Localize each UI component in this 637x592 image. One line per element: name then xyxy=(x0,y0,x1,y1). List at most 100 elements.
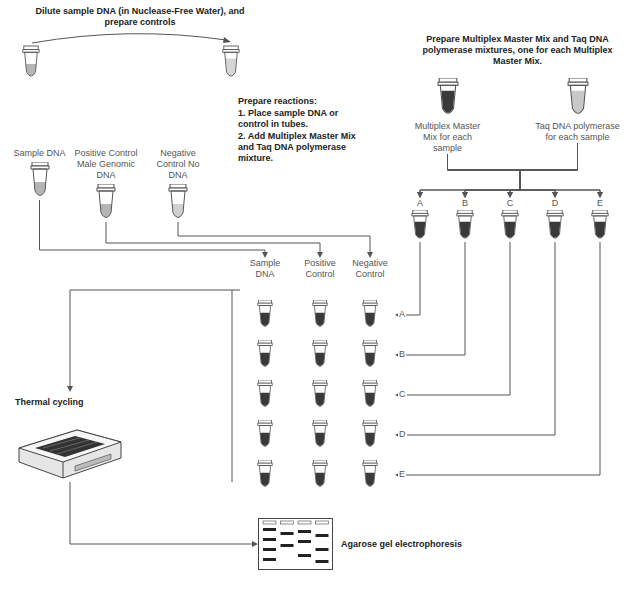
flow-connector xyxy=(40,200,269,258)
row-letter: C xyxy=(398,389,407,400)
instruction-block: Prepare reactions:1. Place sample DNA or… xyxy=(238,96,356,164)
arrowhead xyxy=(552,192,558,198)
tube-icon xyxy=(96,184,116,222)
pcr-tube xyxy=(257,340,273,370)
flow-connector xyxy=(395,242,465,358)
arrowhead xyxy=(597,192,603,198)
instruction-text: 2. Add Multiplex Master Mix and Taq DNA … xyxy=(238,131,356,164)
connector-line xyxy=(448,154,521,192)
connector-line xyxy=(40,200,266,252)
sample-tube: Positive Control Male Genomic DNA xyxy=(72,148,140,222)
sample-tube: A xyxy=(408,198,432,242)
flow-connector xyxy=(448,154,521,198)
instruction-text: 1. Place sample DNA or control in tubes. xyxy=(238,108,356,130)
tube-icon xyxy=(591,210,609,242)
connector-line xyxy=(520,143,600,192)
row-letter: A xyxy=(398,309,406,320)
reaction-column: Negative Control xyxy=(345,258,395,483)
tube-icon xyxy=(312,300,328,330)
connector-line xyxy=(420,154,520,192)
tube-label: Negative Control No DNA xyxy=(148,148,208,181)
tube-icon xyxy=(362,380,378,410)
tube-label: Positive Control Male Genomic DNA xyxy=(72,148,140,181)
tube-icon xyxy=(567,78,589,118)
reaction-column: Sample DNA xyxy=(240,258,290,483)
flow-connector xyxy=(395,242,600,478)
arrowhead xyxy=(67,386,73,392)
reaction-column: Positive Control xyxy=(295,258,345,483)
arrowhead xyxy=(262,252,268,258)
connector-line xyxy=(178,222,370,252)
tube-icon xyxy=(312,340,328,370)
tube-letter: C xyxy=(498,198,522,209)
pcr-tube xyxy=(362,340,378,370)
tube-label: Taq DNA polymerase for each sample xyxy=(535,121,620,143)
agarose-gel: Agarose gel electrophoresis xyxy=(258,518,488,570)
row-letter: E xyxy=(398,469,406,480)
column-header: Positive Control xyxy=(295,258,345,280)
flow-connector xyxy=(395,242,420,318)
connector-line xyxy=(70,290,240,386)
column-header: Negative Control xyxy=(345,258,395,280)
connector-line xyxy=(401,242,600,475)
tube-icon xyxy=(312,380,328,410)
flow-connector xyxy=(520,143,603,198)
sample-tube: Negative Control No DNA xyxy=(148,148,208,222)
column-header: Sample DNA xyxy=(240,258,290,280)
step-heading: Dilute sample DNA (in Nuclease-Free Wate… xyxy=(20,6,260,28)
arrowhead xyxy=(462,192,468,198)
connector-line xyxy=(448,154,556,192)
arrowhead xyxy=(507,192,513,198)
pcr-tube xyxy=(312,380,328,410)
thermal-cycler: Thermal cycling xyxy=(15,392,125,482)
connector-line xyxy=(70,482,252,544)
pcr-tube xyxy=(312,460,328,490)
pcr-tube xyxy=(312,420,328,450)
arrowhead xyxy=(597,192,603,198)
flow-connector xyxy=(448,154,604,198)
flow-connector xyxy=(178,222,373,258)
connector-line xyxy=(106,222,320,252)
sample-tube: B xyxy=(453,198,477,242)
tube-label: Multiplex Master Mix for each sample xyxy=(410,121,485,154)
flow-connector xyxy=(106,222,323,258)
flow-connector xyxy=(448,154,521,198)
connector-line xyxy=(401,242,420,315)
tube-icon xyxy=(168,184,188,222)
tube-icon xyxy=(501,210,519,242)
thermal-cycler-drawing xyxy=(15,410,125,482)
pcr-tube xyxy=(257,380,273,410)
connector-line xyxy=(465,143,578,192)
connector-line xyxy=(401,242,510,395)
pcr-tube xyxy=(362,420,378,450)
flow-connector xyxy=(70,482,258,547)
arrowhead xyxy=(252,541,258,547)
connector-line xyxy=(448,154,521,192)
tube-icon xyxy=(312,420,328,450)
sample-tube: Sample DNA xyxy=(12,148,67,200)
arrowhead xyxy=(417,192,423,198)
tube-icon xyxy=(257,460,273,490)
instruction-text: Prepare reactions: xyxy=(238,96,356,107)
tube-icon xyxy=(362,300,378,330)
arrowhead xyxy=(417,192,423,198)
tube-icon xyxy=(257,420,273,450)
pcr-tube xyxy=(312,300,328,330)
row-letter: D xyxy=(398,429,407,440)
stock-tube-right xyxy=(223,46,239,76)
tube-icon xyxy=(437,78,459,118)
flow-connector xyxy=(67,290,240,392)
pcr-tube xyxy=(362,460,378,490)
tube-icon xyxy=(362,460,378,490)
flow-connector xyxy=(417,154,520,198)
instrument-label: Thermal cycling xyxy=(15,397,125,408)
pcr-tube xyxy=(312,340,328,370)
tube-icon xyxy=(546,210,564,242)
tube-icon xyxy=(257,380,273,410)
pcr-tube xyxy=(362,380,378,410)
connector-line xyxy=(520,143,578,192)
tube-icon xyxy=(312,460,328,490)
tube-icon xyxy=(257,340,273,370)
